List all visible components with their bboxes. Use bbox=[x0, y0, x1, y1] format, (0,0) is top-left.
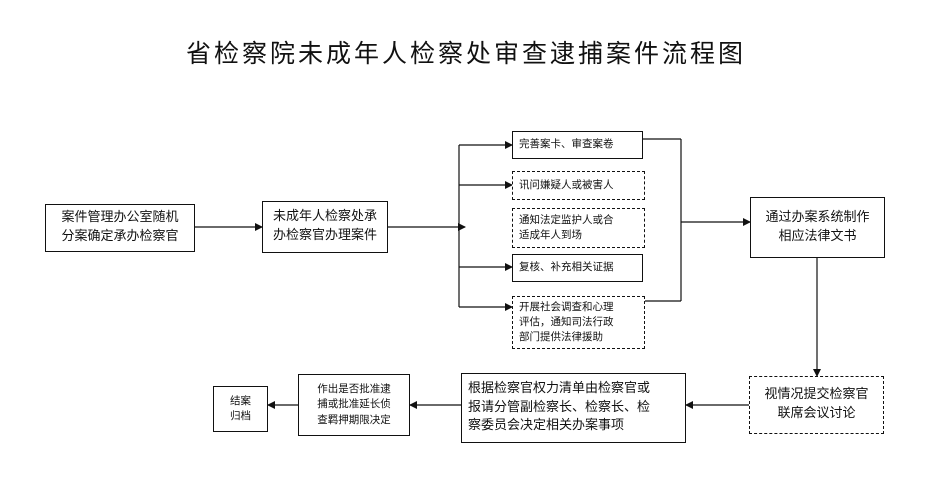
node-step-social-survey: 开展社会调查和心理 评估，通知司法行政 部门提供法律援助 bbox=[512, 296, 645, 349]
node-decision-authority: 根据检察官权力清单由检察官或 报请分管副检察长、检察长、检 察委员会决定相关办案… bbox=[461, 373, 686, 443]
node-decision-authority-text: 根据检察官权力清单由检察官或 报请分管副检察长、检察长、检 察委员会决定相关办案… bbox=[468, 380, 651, 434]
node-step-notify-guardian: 通知法定监护人或合 适成年人到场 bbox=[512, 208, 645, 248]
node-step-verify-evidence: 复核、补充相关证据 bbox=[512, 254, 643, 282]
node-legal-documents-text: 通过办案系统制作 相应法律文书 bbox=[765, 209, 870, 244]
node-step-social-survey-text: 开展社会调查和心理 评估，通知司法行政 部门提供法律援助 bbox=[519, 300, 614, 344]
node-step-interrogate-text: 讯问嫌疑人或被害人 bbox=[519, 178, 614, 191]
node-archive-text: 结案 归档 bbox=[230, 394, 251, 422]
page-title: 省检察院未成年人检察处审查逮捕案件流程图 bbox=[185, 39, 746, 68]
node-joint-meeting: 视情况提交检察官 联席会议讨论 bbox=[749, 376, 884, 434]
node-joint-meeting-text: 视情况提交检察官 联席会议讨论 bbox=[764, 387, 869, 421]
node-assign-case-text: 案件管理办公室随机 分案确定承办检察官 bbox=[61, 210, 179, 244]
node-handle-case-text: 未成年人检察处承 办检察官办理案件 bbox=[272, 209, 377, 243]
node-step-review-files-text: 完善案卡、审查案卷 bbox=[519, 138, 614, 151]
node-step-review-files: 完善案卡、审查案卷 bbox=[512, 131, 643, 159]
node-assign-case: 案件管理办公室随机 分案确定承办检察官 bbox=[45, 204, 195, 252]
node-arrest-decision: 作出是否批准逮 捕或批准延长侦 查羁押期限决定 bbox=[298, 374, 410, 436]
node-step-notify-guardian-text: 通知法定监护人或合 适成年人到场 bbox=[519, 213, 614, 241]
node-step-verify-evidence-text: 复核、补充相关证据 bbox=[519, 261, 614, 274]
node-step-interrogate: 讯问嫌疑人或被害人 bbox=[512, 171, 645, 200]
node-legal-documents: 通过办案系统制作 相应法律文书 bbox=[750, 197, 885, 258]
node-handle-case: 未成年人检察处承 办检察官办理案件 bbox=[262, 201, 388, 253]
node-archive: 结案 归档 bbox=[213, 386, 268, 432]
node-arrest-decision-text: 作出是否批准逮 捕或批准延长侦 查羁押期限决定 bbox=[317, 383, 391, 426]
